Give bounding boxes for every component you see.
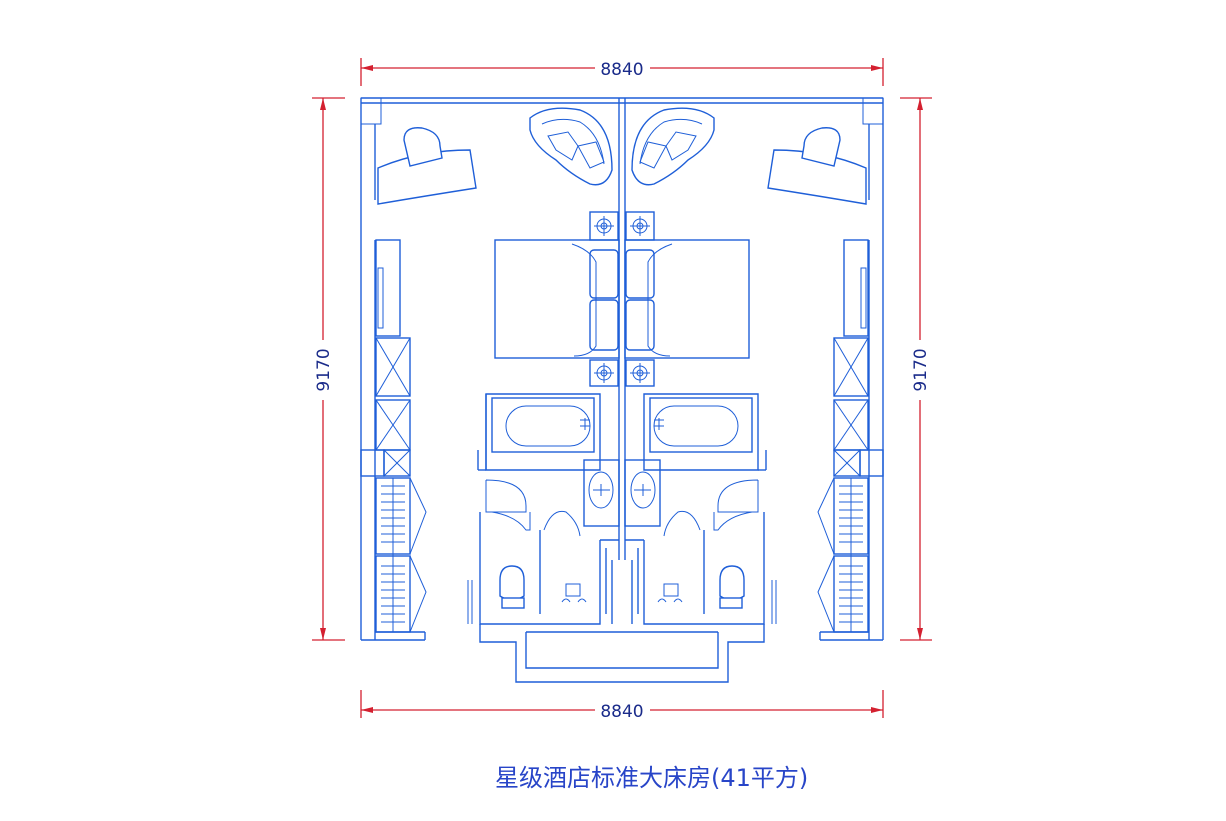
dimension-lines bbox=[312, 58, 932, 718]
outer-walls bbox=[360, 97, 884, 641]
right-room bbox=[624, 107, 884, 633]
lounge-chair-left bbox=[529, 107, 613, 186]
dimension-left: 9170 bbox=[314, 348, 334, 391]
desk-left bbox=[377, 149, 477, 205]
dimension-bottom: 8840 bbox=[600, 702, 643, 722]
center-partition bbox=[618, 98, 626, 560]
dimension-top: 8840 bbox=[600, 60, 643, 80]
dimension-right: 9170 bbox=[911, 348, 931, 391]
plan-title: 星级酒店标准大床房(41平方) bbox=[495, 764, 809, 792]
left-room bbox=[360, 107, 620, 633]
chair-left bbox=[403, 127, 443, 167]
toilet-left bbox=[499, 565, 525, 601]
entrance-corridor bbox=[479, 560, 765, 683]
